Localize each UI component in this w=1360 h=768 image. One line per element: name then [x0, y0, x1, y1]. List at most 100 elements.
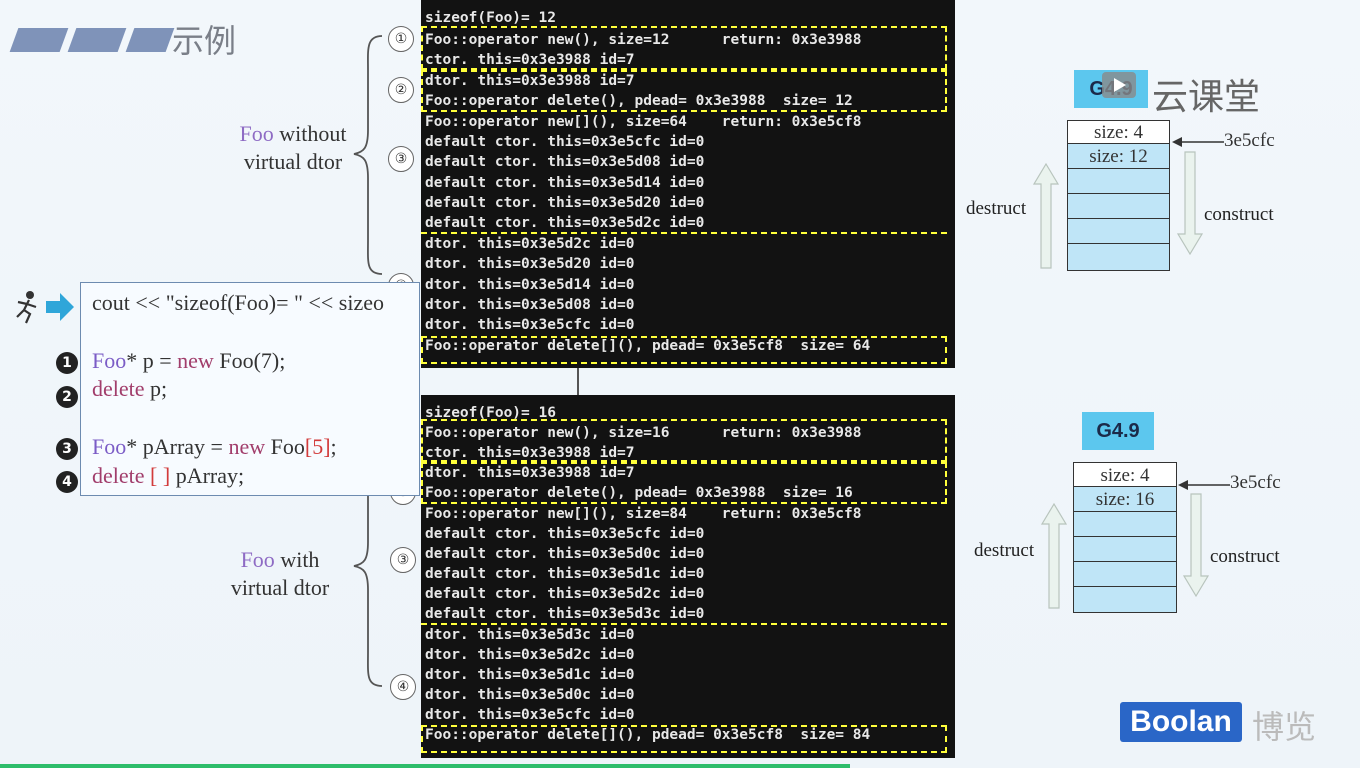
runner-icon: [16, 291, 37, 324]
title-decoration: [125, 28, 175, 52]
console-line: default ctor. this=0x3e5d1c id=0: [425, 566, 705, 582]
code-line-delete: delete p;: [92, 376, 167, 402]
address-label: 3e5cfc: [1224, 130, 1275, 151]
code-line-new: Foo* p = new Foo(7);: [92, 348, 285, 374]
code-line-delete-array: delete [ ] pArray;: [92, 463, 244, 489]
section-box-4: [421, 336, 947, 364]
memory-cell: [1073, 586, 1177, 613]
memory-cell: [1073, 536, 1177, 562]
console-line: ctor. this=0x3e3988 id=7: [425, 52, 635, 68]
console-line: default ctor. this=0x3e5d08 id=0: [425, 154, 705, 170]
console-line: Foo::operator delete[](), pdead= 0x3e5cf…: [425, 338, 871, 354]
destruct-label: destruct: [966, 198, 1027, 219]
console-line: default ctor. this=0x3e5d14 id=0: [425, 175, 705, 191]
console-line: default ctor. this=0x3e5d20 id=0: [425, 195, 705, 211]
memory-cell: [1067, 168, 1170, 194]
console-line: default ctor. this=0x3e5d2c id=0: [425, 586, 705, 602]
cloud-class-logo-icon: [1102, 72, 1136, 98]
label-virtual-dtor: virtual dtor: [243, 149, 343, 174]
code-keyword: new: [228, 434, 266, 459]
code-text: * p =: [126, 348, 178, 373]
console-line: Foo::operator delete(), pdead= 0x3e3988 …: [425, 485, 853, 501]
label-with: with: [280, 547, 320, 572]
step-bullet-1: 1: [56, 352, 78, 374]
code-keyword: delete: [92, 376, 145, 401]
console-line: dtor. this=0x3e5d2c id=0: [425, 647, 635, 663]
code-line-new-array: Foo* pArray = new Foo[5];: [92, 434, 337, 460]
memory-cell: [1073, 511, 1177, 537]
label-without: without: [279, 121, 347, 146]
step-bullet-2: 2: [56, 386, 78, 408]
code-text: Foo: [265, 434, 305, 459]
label-foo: Foo: [240, 547, 275, 572]
code-text: ;: [330, 434, 337, 459]
pointer-arrow-icon: [1172, 137, 1224, 147]
console-line: Foo::operator new(), size=12 return: 0x3…: [425, 32, 862, 48]
section-box-1: [421, 419, 947, 462]
code-text: pArray;: [170, 463, 245, 488]
construct-label: construct: [1210, 546, 1280, 567]
connector-line: [577, 368, 579, 396]
label-without-virtual-dtor: Foo without virtual dtor: [228, 120, 358, 176]
console-line: dtor. this=0x3e5d20 id=0: [425, 256, 635, 272]
construct-label: construct: [1204, 204, 1274, 225]
marker-3: ③: [388, 146, 414, 172]
console-line: Foo::operator new[](), size=64 return: 0…: [425, 114, 862, 130]
construct-arrow-icon: [1176, 151, 1204, 256]
video-progress-bar[interactable]: [0, 764, 850, 768]
title-decoration: [67, 28, 127, 52]
console-line: Foo::operator new(), size=16 return: 0x3…: [425, 425, 862, 441]
step-bullet-4: 4: [56, 471, 78, 493]
code-text: Foo(7);: [213, 348, 286, 373]
code-line-cout: cout << "sizeof(Foo)= " << sizeo: [92, 290, 384, 315]
memory-cell: size: 16: [1073, 486, 1177, 512]
marker-4: ④: [390, 674, 416, 700]
console-line: dtor. this=0x3e5d2c id=0: [425, 236, 635, 252]
label-virtual-dtor: virtual dtor: [230, 575, 330, 600]
console-line: dtor. this=0x3e5cfc id=0: [425, 707, 635, 723]
boolan-logo: Boolan: [1120, 702, 1242, 742]
memory-cell: size: 12: [1067, 143, 1170, 169]
console-line: default ctor. this=0x3e5cfc id=0: [425, 526, 705, 542]
code-keyword: delete: [92, 463, 145, 488]
console-line: dtor. this=0x3e5d0c id=0: [425, 687, 635, 703]
destruct-arrow-icon: [1032, 162, 1060, 269]
memory-cell: [1067, 243, 1170, 271]
code-type: Foo: [92, 434, 127, 459]
code-type: Foo: [92, 348, 127, 373]
console-line: Foo::operator new[](), size=84 return: 0…: [425, 506, 862, 522]
console-line: dtor. this=0x3e5d14 id=0: [425, 277, 635, 293]
memory-cell: [1067, 193, 1170, 219]
console-line: ctor. this=0x3e3988 id=7: [425, 445, 635, 461]
pointer-arrow-icon: [1178, 480, 1230, 490]
marker-2: ②: [388, 77, 414, 103]
section-divider: [421, 623, 947, 625]
console-line: dtor. this=0x3e5d1c id=0: [425, 667, 635, 683]
version-badge-bottom: G4.9: [1082, 412, 1154, 450]
memory-cell: size: 4: [1067, 120, 1170, 144]
console-header: sizeof(Foo)= 12: [425, 10, 556, 26]
console-header: sizeof(Foo)= 16: [425, 405, 556, 421]
console-line: dtor. this=0x3e3988 id=7: [425, 73, 635, 89]
console-line: default ctor. this=0x3e5d2c id=0: [425, 215, 705, 231]
code-keyword: new: [177, 348, 214, 373]
console-line: default ctor. this=0x3e5cfc id=0: [425, 134, 705, 150]
console-line: dtor. this=0x3e5d3c id=0: [425, 627, 635, 643]
console-output-top: sizeof(Foo)= 12 Foo::operator new(), siz…: [421, 0, 955, 368]
section-box-2: [421, 70, 947, 112]
destruct-label: destruct: [974, 540, 1035, 561]
page-title: 示例: [172, 22, 237, 60]
console-line: dtor. this=0x3e5d08 id=0: [425, 297, 635, 313]
brand-cloud-text: 云课堂: [1152, 77, 1261, 118]
marker-3: ③: [390, 547, 416, 573]
arrow-right-icon: [46, 293, 74, 321]
brace-top: [353, 35, 383, 275]
construct-arrow-icon: [1182, 493, 1210, 598]
section-box-2: [421, 462, 947, 504]
code-brackets: [ ]: [144, 463, 171, 488]
step-bullet-3: 3: [56, 438, 78, 460]
code-index: [5]: [304, 434, 331, 459]
label-foo: Foo: [239, 121, 274, 146]
console-output-bottom: sizeof(Foo)= 16 Foo::operator new(), siz…: [421, 395, 955, 758]
section-box-4: [421, 725, 947, 753]
